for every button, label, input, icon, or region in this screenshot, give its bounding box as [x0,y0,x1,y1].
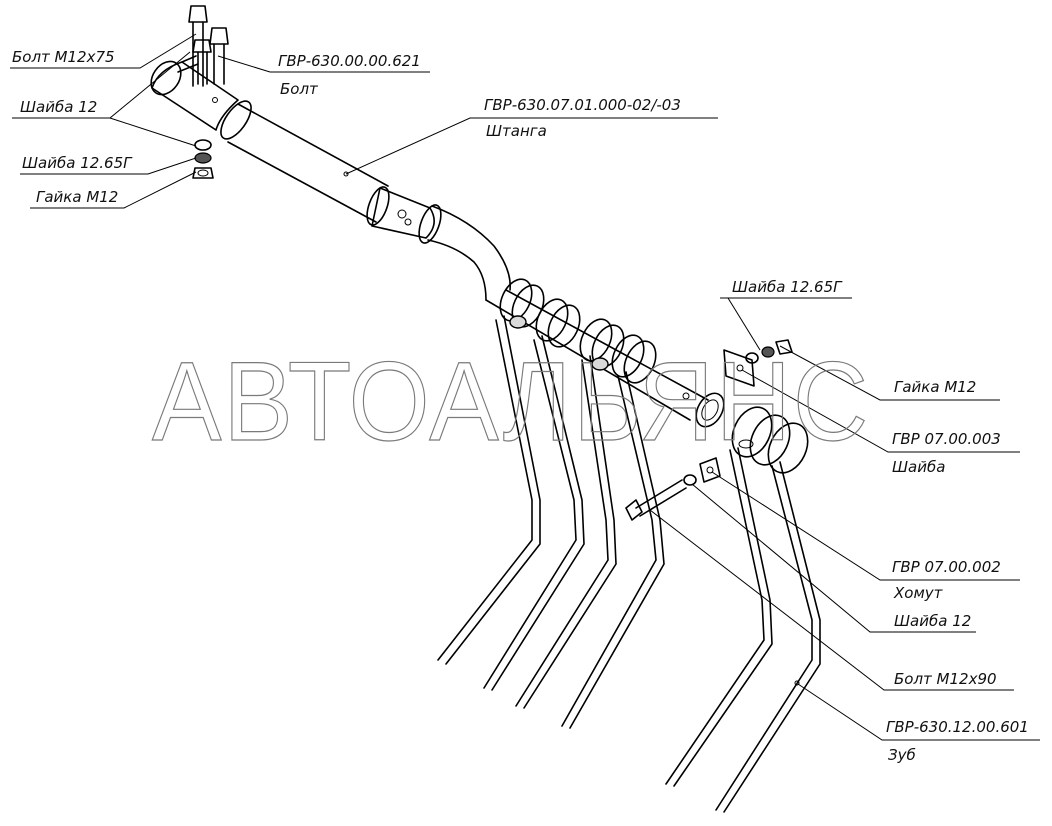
label-nut-m12-right: Гайка М12 [894,378,976,396]
springs [499,278,809,474]
top-fasteners [188,5,229,179]
label-washer-12-right: Шайба 12 [894,612,971,630]
label-tooth-name: Зуб [888,746,916,764]
leader-lines [10,33,1040,741]
label-rod-name: Штанга [486,122,547,140]
label-washer-1265g-top: Шайба 12.65Г [22,154,133,172]
label-washer-code: ГВР 07.00.003 [892,430,1001,448]
teeth [437,315,821,813]
right-fasteners [625,339,793,521]
label-clamp-code: ГВР 07.00.002 [892,558,1001,576]
label-rod-code: ГВР-630.07.01.000-02/-03 [484,96,681,114]
label-washer-1265g-right: Шайба 12.65Г [732,278,843,296]
label-bolt-m12x90: Болт М12х90 [894,670,997,688]
label-washer-12-top: Шайба 12 [20,98,97,116]
label-clamp-name: Хомут [893,584,944,602]
label-tooth-code: ГВР-630.12.00.601 [886,718,1029,736]
label-washer-name: Шайба [892,458,945,476]
label-bolt-m12x75: Болт М12х75 [12,48,115,66]
label-bolt-code: ГВР-630.00.00.621 [278,52,421,70]
labels: Болт М12х75 Шайба 12 Шайба 12.65Г Гайка … [12,48,1029,764]
label-bolt-name: Болт [280,80,319,98]
label-nut-m12-top: Гайка М12 [36,188,118,206]
watermark-text: АВТОАЛЬЯНС [152,339,870,464]
